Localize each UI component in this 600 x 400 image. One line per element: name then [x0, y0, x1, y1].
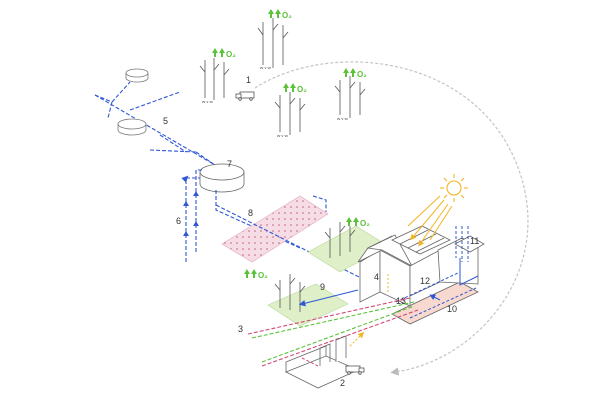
svg-text:ᵛᵛ ᵛ ᵛᵛ: ᵛᵛ ᵛ ᵛᵛ: [259, 66, 271, 72]
label-7: 7: [227, 159, 232, 169]
truck-icon: [345, 365, 365, 375]
o2-label: O₂: [258, 271, 268, 280]
label-9: 9: [320, 282, 325, 292]
field-8: [221, 195, 329, 263]
label-10: 10: [447, 304, 457, 314]
label-4: 4: [374, 272, 379, 282]
oxygen-arrow-icon: [343, 68, 356, 77]
tree-group-top-left: ᵛᵛ ᵛ ᵛᵛ O₂: [199, 48, 236, 106]
house-icon: [357, 225, 485, 325]
o2-label: O₂: [226, 50, 236, 59]
tank-icon: [117, 118, 147, 136]
recycle-arc: [254, 61, 529, 376]
label-12: 12: [420, 276, 430, 286]
o2-label: O₂: [360, 219, 370, 228]
truck-icon: [235, 91, 255, 101]
label-2: 2: [340, 378, 345, 388]
tree-group-top-center: ᵛᵛ ᵛ ᵛᵛ O₂: [257, 9, 292, 72]
tank-icon: [125, 68, 149, 83]
oxygen-arrow-icon: [268, 9, 281, 18]
svg-text:ᵛᵛ ᵛ ᵛᵛ: ᵛᵛ ᵛ ᵛᵛ: [201, 100, 213, 106]
sunray-icon: [407, 195, 453, 247]
label-13: 13: [396, 296, 406, 306]
service-pipes-3: [247, 297, 419, 367]
label-6: 6: [176, 216, 181, 226]
house-inner-pipes: [387, 258, 479, 319]
oxygen-arrow-icon: [283, 83, 296, 92]
oxygen-arrow-icon: [212, 48, 225, 57]
svg-text:ᵛᵛ ᵛ ᵛᵛ: ᵛᵛ ᵛ ᵛᵛ: [336, 117, 348, 123]
utility-building-2: [285, 335, 359, 389]
oxygen-arrow-icon: [244, 269, 257, 278]
pipe-9: [298, 289, 359, 307]
reservoir-7: [199, 163, 245, 193]
tree-group-plot-right: [324, 222, 356, 258]
oxygen-arrow-icon: [346, 217, 359, 226]
label-11: 11: [470, 236, 479, 246]
label-5: 5: [163, 116, 168, 126]
tree-group-middle: ᵛᵛ ᵛ ᵛᵛ O₂: [274, 83, 307, 140]
rain-inflow-11: [455, 226, 469, 262]
tree-group-plot-left: [274, 274, 306, 312]
label-3: 3: [238, 324, 243, 334]
o2-label: O₂: [282, 11, 292, 20]
label-1: 1: [246, 75, 251, 85]
svg-text:ᵛᵛ ᵛ ᵛᵛ: ᵛᵛ ᵛ ᵛᵛ: [276, 134, 288, 140]
label-8: 8: [248, 208, 253, 218]
water-pipe-network: [94, 81, 216, 166]
tree-group-right: ᵛᵛ ᵛ ᵛᵛ O₂: [334, 68, 367, 123]
sun-icon: [440, 174, 468, 202]
o2-label: O₂: [297, 85, 307, 94]
o2-label: O₂: [357, 70, 367, 79]
